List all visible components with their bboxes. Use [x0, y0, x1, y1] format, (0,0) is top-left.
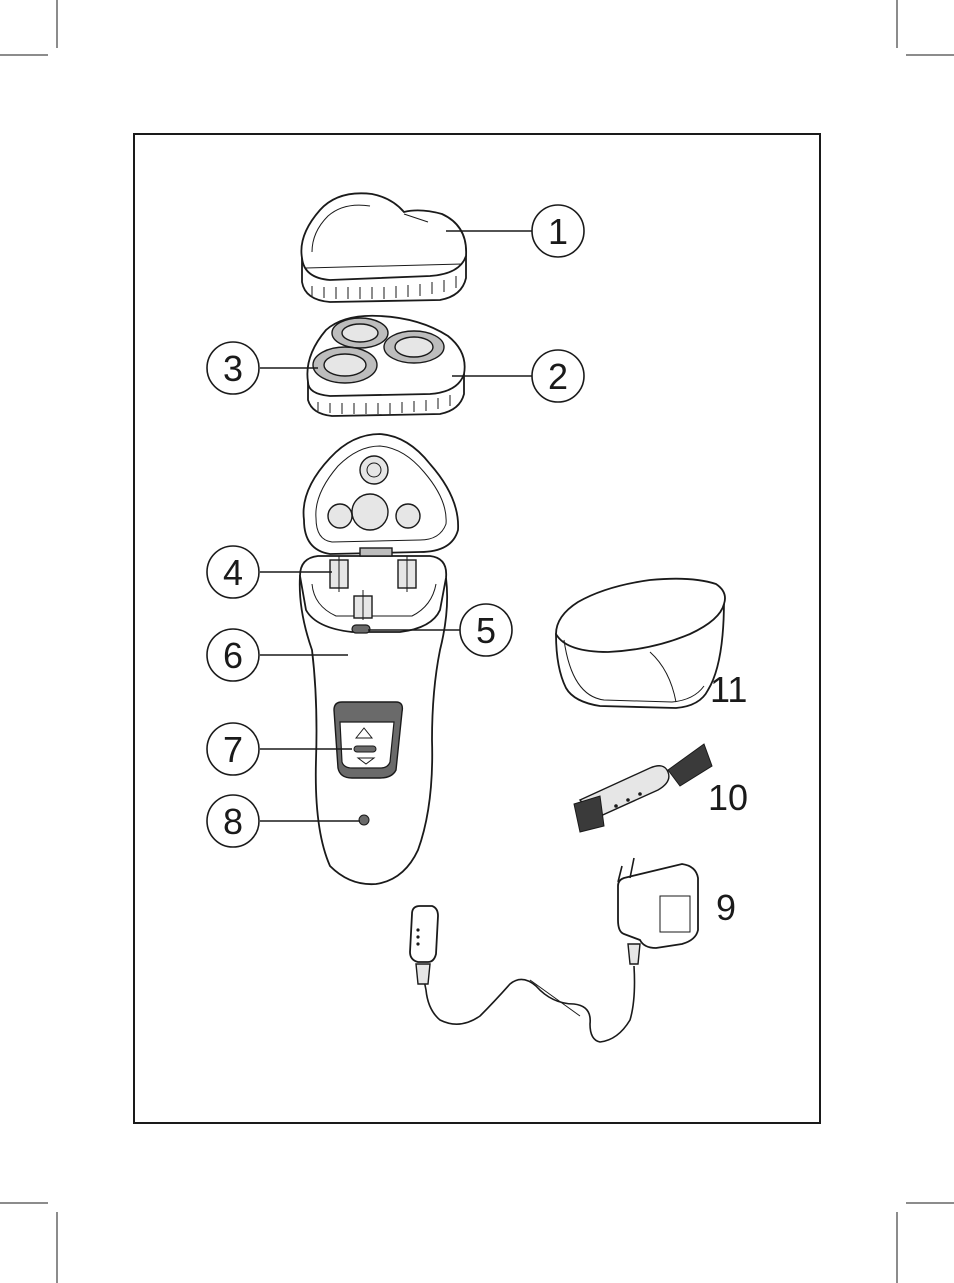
shaving-head-right	[384, 331, 444, 363]
cleaning-brush	[574, 744, 712, 832]
protective-cap	[301, 193, 466, 302]
shaver-plug	[410, 906, 438, 984]
callout-8-label: 8	[223, 801, 243, 842]
callout-7-label: 7	[223, 729, 243, 770]
label-11: 11	[710, 669, 747, 710]
shaving-unit	[307, 316, 464, 416]
on-off-switch	[334, 702, 402, 778]
callout-1: 1	[532, 205, 584, 257]
shaver-body	[300, 434, 458, 884]
callout-5-label: 5	[476, 610, 496, 651]
label-9: 9	[716, 887, 736, 928]
callout-8: 8	[207, 795, 259, 847]
callout-3-label: 3	[223, 348, 243, 389]
shaving-head-top	[332, 318, 388, 348]
release-button	[352, 625, 370, 633]
callout-2-label: 2	[548, 356, 568, 397]
callout-2: 2	[532, 350, 584, 402]
callout-4: 4	[207, 546, 259, 598]
charging-adapter	[424, 858, 698, 1042]
callout-4-label: 4	[223, 552, 243, 593]
shaving-head-left	[313, 347, 377, 383]
callout-7: 7	[207, 723, 259, 775]
travel-pouch	[556, 579, 725, 708]
callout-5: 5	[460, 604, 512, 656]
callout-3: 3	[207, 342, 259, 394]
callout-6-label: 6	[223, 635, 243, 676]
charging-socket	[359, 815, 369, 825]
label-10: 10	[708, 777, 748, 818]
callout-6: 6	[207, 629, 259, 681]
callout-1-label: 1	[548, 211, 568, 252]
